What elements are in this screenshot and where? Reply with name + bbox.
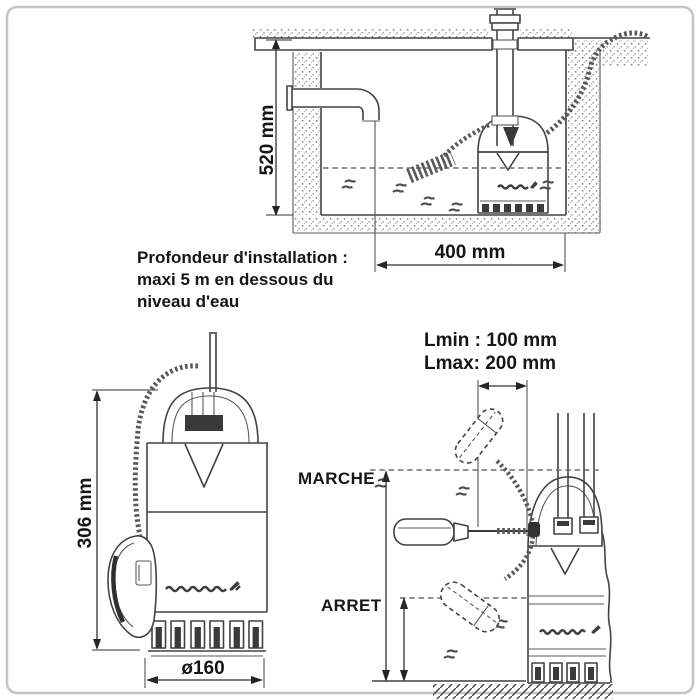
floor-hatch bbox=[433, 684, 613, 699]
depth-dimension-label: 520 mm bbox=[257, 105, 278, 176]
pump-detail bbox=[527, 413, 612, 684]
page-border bbox=[5, 5, 695, 695]
float-cable-down bbox=[503, 535, 536, 581]
lmax-label: Lmax: 200 mm bbox=[424, 353, 556, 374]
pump-handle bbox=[162, 387, 259, 444]
cable-clamp bbox=[528, 522, 540, 537]
note-line-1: Profondeur d'installation : bbox=[137, 248, 348, 267]
dimension-depth: 520 mm bbox=[257, 39, 293, 216]
dimension-width: 400 mm bbox=[374, 121, 566, 272]
height-dimension-label: 306 mm bbox=[75, 478, 96, 549]
float-cable-up bbox=[495, 459, 536, 525]
pit-installation-diagram: 520 mm 400 mm bbox=[252, 8, 650, 272]
dimension-stop-level bbox=[400, 597, 408, 682]
diameter-dimension-label: ø160 bbox=[181, 658, 224, 679]
float-position-down bbox=[440, 581, 500, 633]
float-cord bbox=[132, 363, 199, 537]
pump-strainer bbox=[148, 620, 266, 657]
float-switch bbox=[107, 535, 158, 638]
inlet-pipe bbox=[286, 85, 381, 122]
torn-edge bbox=[601, 531, 612, 683]
brand-logo-scribble bbox=[165, 581, 241, 593]
pump-strainer bbox=[531, 662, 598, 683]
cable-stub bbox=[209, 332, 217, 392]
width-dimension-label: 400 mm bbox=[435, 242, 506, 263]
discharge-pipe bbox=[489, 8, 521, 146]
float-position-up bbox=[454, 408, 504, 464]
power-cable bbox=[545, 30, 650, 135]
installation-note: Profondeur d'installation : maxi 5 m en … bbox=[137, 248, 348, 311]
lmin-label: Lmin : 100 mm bbox=[424, 330, 557, 351]
note-line-2: maxi 5 m en dessous du bbox=[137, 270, 334, 289]
pump-strainer bbox=[480, 200, 546, 212]
pump-body bbox=[146, 442, 268, 657]
start-level-label: MARCHE bbox=[298, 469, 375, 488]
float-position-mid bbox=[393, 518, 532, 546]
pit-structure bbox=[254, 37, 650, 234]
note-line-3: niveau d'eau bbox=[137, 292, 239, 311]
dimension-diameter: ø160 bbox=[144, 658, 265, 688]
pump-dimension-drawing: 306 mm bbox=[75, 332, 268, 688]
cable-entry bbox=[503, 127, 519, 147]
float-level-diagram: Lmin : 100 mm Lmax: 200 mm bbox=[298, 330, 613, 699]
brand-logo-scribble bbox=[539, 625, 601, 635]
stop-level-label: ARRET bbox=[321, 596, 382, 615]
brand-logo-scribble bbox=[497, 181, 538, 190]
dimension-height: 306 mm bbox=[75, 389, 158, 651]
dimension-start-level bbox=[382, 470, 390, 682]
soil-texture bbox=[252, 29, 648, 233]
float-cable bbox=[442, 122, 490, 158]
